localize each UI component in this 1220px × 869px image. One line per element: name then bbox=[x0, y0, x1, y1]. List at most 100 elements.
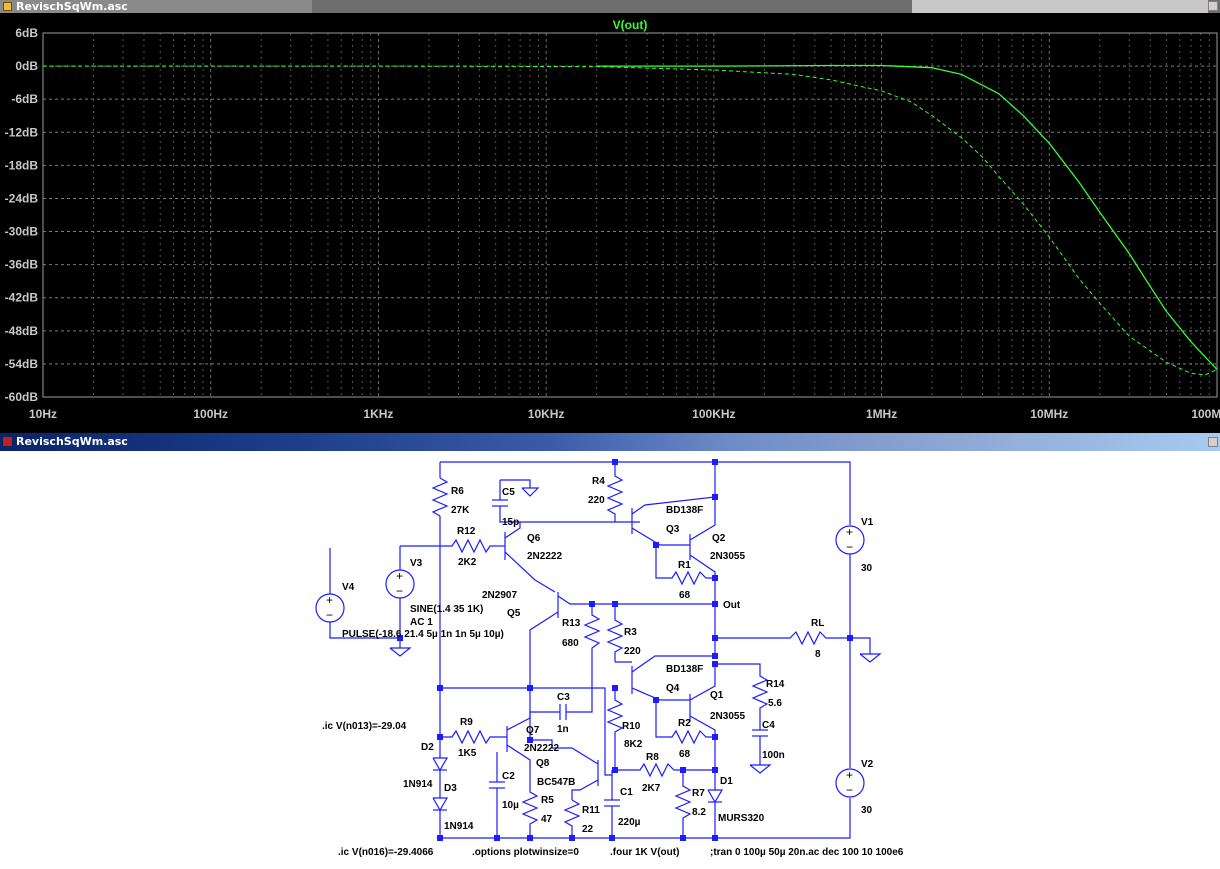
label-v1: V1 bbox=[861, 517, 874, 528]
ground-icon bbox=[521, 487, 540, 497]
plot-frame bbox=[42, 32, 1218, 398]
axis-tick-labels: 6dB0dB-6dB-12dB-18dB-24dB-30dB-36dB-42dB… bbox=[5, 26, 1220, 421]
label-q3: Q3 bbox=[666, 524, 680, 535]
label-c3: C3 bbox=[557, 692, 570, 703]
directive-ic-n016[interactable]: .ic V(n016)=-29.4066 bbox=[338, 847, 434, 858]
label-r7: R7 bbox=[692, 788, 705, 799]
label-r9: R9 bbox=[460, 717, 473, 728]
label-r1: R1 bbox=[678, 560, 691, 571]
wires bbox=[329, 461, 871, 839]
y-tick-label: -18dB bbox=[5, 158, 39, 172]
label-d2: D2 bbox=[421, 742, 434, 753]
value-r9: 1K5 bbox=[458, 748, 477, 759]
label-r2: R2 bbox=[678, 718, 691, 729]
value-c5: 15p bbox=[502, 517, 519, 528]
schematic-window-titlebar[interactable]: RevischSqWm.asc bbox=[0, 433, 1220, 451]
svg-text:−: − bbox=[326, 608, 333, 622]
svg-text:−: − bbox=[846, 783, 853, 797]
bode-plot[interactable]: 6dB0dB-6dB-12dB-18dB-24dB-30dB-36dB-42dB… bbox=[0, 13, 1220, 433]
junction-dots bbox=[397, 459, 853, 841]
y-tick-label: -54dB bbox=[5, 357, 39, 371]
label-c5: C5 bbox=[502, 487, 515, 498]
window-restore-button[interactable] bbox=[1208, 437, 1218, 447]
label-q6: Q6 bbox=[527, 533, 541, 544]
label-v3: V3 bbox=[410, 558, 423, 569]
schematic-icon bbox=[3, 437, 12, 446]
label-r5: R5 bbox=[541, 795, 554, 806]
value-v4-pulse: PULSE(-18.6 21.4 5µ 1n 1n 5µ 10µ) bbox=[342, 629, 504, 640]
trace-phase-dashed bbox=[43, 65, 1218, 376]
directive-tran-ac[interactable]: ;tran 0 100µ 50µ 20n.ac dec 100 10 100e6 bbox=[710, 847, 904, 858]
schematic-canvas[interactable]: + − + − + − + − bbox=[0, 451, 1220, 864]
value-c1: 220µ bbox=[618, 817, 641, 828]
x-tick-label: 10KHz bbox=[528, 407, 565, 421]
label-r14: R14 bbox=[766, 679, 785, 690]
value-v2: 30 bbox=[861, 805, 873, 816]
value-q2: 2N3055 bbox=[710, 551, 745, 562]
value-d2: 1N914 bbox=[403, 779, 433, 790]
svg-text:−: − bbox=[396, 584, 403, 598]
x-tick-label: 1KHz bbox=[363, 407, 393, 421]
v2-source-icon[interactable] bbox=[835, 768, 865, 798]
label-c4: C4 bbox=[762, 720, 775, 731]
trace-vout bbox=[596, 64, 1218, 370]
value-r3: 220 bbox=[624, 646, 641, 657]
value-q7: 2N2222 bbox=[524, 743, 559, 754]
value-v3-ac: AC 1 bbox=[410, 617, 433, 628]
label-r3: R3 bbox=[624, 627, 637, 638]
svg-text:+: + bbox=[846, 525, 853, 539]
ground-icon bbox=[859, 653, 882, 663]
ground-icon bbox=[389, 647, 412, 657]
waveform-icon bbox=[3, 2, 12, 11]
plot-window-title: RevischSqWm.asc bbox=[16, 0, 128, 13]
y-tick-label: -6dB bbox=[11, 92, 38, 106]
y-tick-label: 6dB bbox=[15, 26, 38, 40]
value-q1: 2N3055 bbox=[710, 711, 745, 722]
schematic-pane[interactable]: + − + − + − + − bbox=[0, 451, 1220, 864]
trace-title-vout[interactable]: V(out) bbox=[613, 18, 648, 32]
label-c1: C1 bbox=[620, 787, 633, 798]
value-r13: 680 bbox=[562, 638, 579, 649]
value-r8: 2K7 bbox=[642, 783, 661, 794]
value-v1: 30 bbox=[861, 563, 873, 574]
v1-source-icon[interactable] bbox=[835, 525, 865, 555]
spice-directives: .ic V(n016)=-29.4066 .options plotwinsiz… bbox=[338, 847, 904, 858]
value-d1: MURS320 bbox=[718, 813, 765, 824]
y-tick-label: -60dB bbox=[5, 390, 39, 404]
net-label-out[interactable]: Out bbox=[723, 600, 741, 611]
plot-grid bbox=[42, 32, 1218, 398]
v4-source-icon[interactable] bbox=[315, 593, 345, 623]
label-rl: RL bbox=[811, 618, 824, 629]
value-r4: 220 bbox=[588, 495, 605, 506]
value-d3: 1N914 bbox=[444, 821, 474, 832]
value-c3: 1n bbox=[557, 724, 569, 735]
label-r8: R8 bbox=[646, 752, 659, 763]
label-q7: Q7 bbox=[526, 725, 540, 736]
value-v3-sine: SINE(1.4 35 1K) bbox=[410, 604, 483, 615]
plot-window-titlebar[interactable]: RevischSqWm.asc bbox=[0, 0, 1220, 13]
label-r13: R13 bbox=[562, 618, 581, 629]
directive-ic-n013[interactable]: .ic V(n013)=-29.04 bbox=[322, 721, 407, 732]
value-r2: 68 bbox=[679, 749, 691, 760]
directive-options[interactable]: .options plotwinsize=0 bbox=[472, 847, 579, 858]
v3-source-icon[interactable] bbox=[385, 569, 415, 599]
value-q8: BC547B bbox=[537, 777, 575, 788]
x-tick-label: 10Hz bbox=[29, 407, 57, 421]
value-c2: 10µ bbox=[502, 800, 519, 811]
label-r6: R6 bbox=[451, 486, 464, 497]
x-tick-label: 10MHz bbox=[1030, 407, 1068, 421]
label-q2: Q2 bbox=[712, 533, 726, 544]
value-r1: 68 bbox=[679, 590, 691, 601]
label-d1: D1 bbox=[720, 776, 733, 787]
value-r12: 2K2 bbox=[458, 557, 477, 568]
svg-text:+: + bbox=[846, 768, 853, 782]
label-r4: R4 bbox=[592, 476, 605, 487]
directive-four[interactable]: .four 1K V(out) bbox=[610, 847, 679, 858]
trace-layer bbox=[43, 64, 1218, 376]
label-r11: R11 bbox=[582, 805, 600, 816]
svg-text:+: + bbox=[326, 593, 333, 607]
value-r5: 47 bbox=[541, 814, 553, 825]
window-close-button[interactable] bbox=[1208, 1, 1218, 11]
plot-window-tab[interactable] bbox=[0, 0, 312, 13]
